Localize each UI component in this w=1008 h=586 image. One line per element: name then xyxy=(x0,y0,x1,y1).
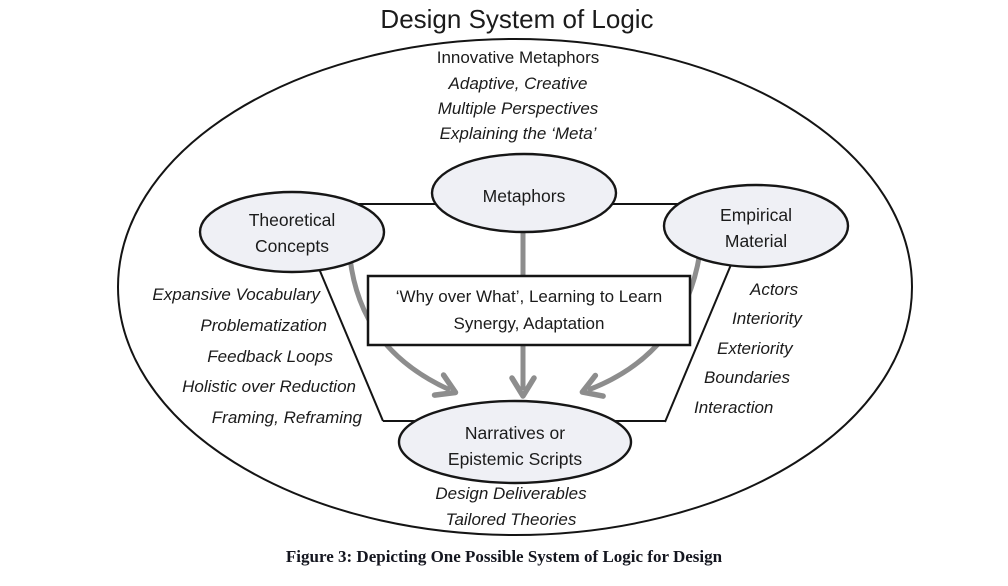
diagram-title: Design System of Logic xyxy=(380,4,654,34)
left-list-item: Problematization xyxy=(200,316,327,335)
right-list-item: Interiority xyxy=(732,309,802,328)
bottom-note-line: Design Deliverables xyxy=(435,484,587,503)
trapezoid-right-edge xyxy=(664,247,739,423)
center-box-line: ‘Why over What’, Learning to Learn xyxy=(395,287,663,306)
left-list-item: Framing, Reframing xyxy=(211,408,362,427)
node-label-empirical-material: Empirical Material xyxy=(656,202,856,254)
top-note-line: Explaining the ‘Meta’ xyxy=(439,124,597,143)
top-note-heading: Innovative Metaphors xyxy=(436,48,600,67)
left-list-item: Holistic over Reduction xyxy=(182,377,356,396)
node-label-narratives: Narratives or Epistemic Scripts xyxy=(395,420,635,472)
narratives-ellipse xyxy=(397,399,633,485)
node-label-theoretical-concepts: Theoretical Concepts xyxy=(192,207,392,259)
metaphors-ellipse xyxy=(430,152,618,234)
trapezoid-left-edge xyxy=(311,251,384,422)
right-list-item: Boundaries xyxy=(704,368,791,387)
left-list-item: Feedback Loops xyxy=(207,347,333,366)
left-list-item: Expansive Vocabulary xyxy=(152,285,320,304)
outer-system-ellipse xyxy=(117,38,913,536)
bottom-note-line: Tailored Theories xyxy=(445,510,577,529)
figure-caption: Figure 3: Depicting One Possible System … xyxy=(285,547,723,566)
node-label-line: Epistemic Scripts xyxy=(447,449,583,469)
right-list-item: Actors xyxy=(750,280,799,299)
top-note-line: Multiple Perspectives xyxy=(437,99,599,118)
node-label-metaphors: Metaphors xyxy=(424,183,624,209)
node-label-line: Narratives or xyxy=(464,423,566,443)
center-box-line: Synergy, Adaptation xyxy=(453,314,605,333)
center-box xyxy=(366,274,692,347)
top-note-line: Adaptive, Creative xyxy=(448,74,588,93)
right-list-item: Exteriority xyxy=(717,339,793,358)
node-label-line: Empirical xyxy=(720,205,792,225)
node-label-line: Material xyxy=(724,231,788,251)
empirical-material-ellipse xyxy=(662,183,850,269)
right-list-item: Interaction xyxy=(694,398,774,417)
theoretical-concepts-ellipse xyxy=(198,190,386,274)
node-label-line: Theoretical xyxy=(248,210,336,230)
center-box-text: ‘Why over What’, Learning to Learn Syner… xyxy=(368,283,690,337)
node-label-line: Metaphors xyxy=(482,186,566,206)
node-label-line: Concepts xyxy=(255,236,329,256)
